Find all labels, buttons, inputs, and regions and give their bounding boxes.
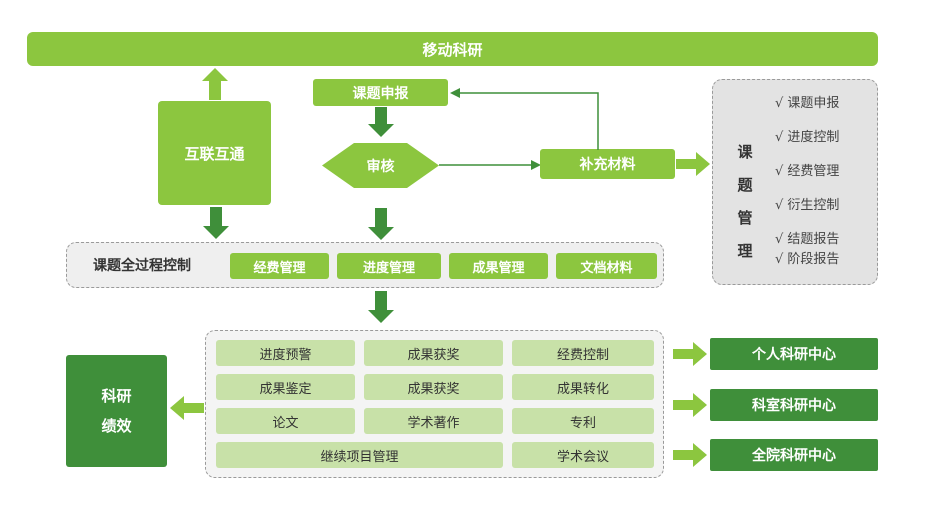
department-research-center: 科室科研中心 <box>710 389 878 421</box>
title-char: 课 <box>737 143 753 161</box>
btn-documents: 文档材料 <box>556 253 657 279</box>
personal-research-center: 个人科研中心 <box>710 338 878 370</box>
list-item: √ 进度控制 <box>775 130 840 145</box>
arrow-to-department-center <box>673 393 707 417</box>
list-item: √ 课题申报 <box>775 96 840 111</box>
outcomes-grid-panel: 进度预警 成果获奖 经费控制 成果鉴定 成果获奖 成果转化 论文 学术著作 专利… <box>205 330 664 478</box>
list-item: √ 阶段报告 <box>775 252 840 267</box>
review-label: 审核 <box>366 158 395 175</box>
grid-cell: 成果获奖 <box>364 340 503 366</box>
btn-funding-mgmt: 经费管理 <box>230 253 329 279</box>
arrow-up-to-banner <box>202 68 228 100</box>
banner-label: 移动科研 <box>422 40 483 59</box>
center-label: 个人科研中心 <box>752 347 836 363</box>
process-control-label: 课题全过程控制 <box>93 258 191 274</box>
arrow-review-to-process <box>368 208 394 240</box>
list-item: √ 结题报告 <box>775 232 840 247</box>
review-diamond: 审核 <box>322 143 439 188</box>
list-item: √ 衍生控制 <box>775 198 840 213</box>
arrow-apply-to-review <box>368 107 394 137</box>
btn-label: 进度管理 <box>362 260 415 276</box>
arrow-to-project-mgmt <box>676 152 710 176</box>
project-management-panel: 课 题 管 理 √ 课题申报 √ 进度控制 √ 经费管理 √ 衍生控制 √ 结题… <box>712 79 878 285</box>
center-label: 科室科研中心 <box>752 398 836 414</box>
grid-cell: 学术会议 <box>512 442 654 468</box>
arrow-review-to-supplement <box>439 159 541 171</box>
performance-line1: 科研 <box>101 387 132 405</box>
btn-label: 文档材料 <box>580 260 633 276</box>
grid-cell: 经费控制 <box>512 340 654 366</box>
title-char: 题 <box>737 176 753 194</box>
btn-results-mgmt: 成果管理 <box>449 253 548 279</box>
arrow-process-to-grid <box>368 291 394 323</box>
list-item: √ 经费管理 <box>775 164 840 179</box>
btn-progress-mgmt: 进度管理 <box>337 253 441 279</box>
process-control-panel: 课题全过程控制 经费管理 进度管理 成果管理 文档材料 <box>66 242 664 288</box>
arrow-down-interconnect <box>203 207 229 239</box>
arrow-to-hospital-center <box>673 443 707 467</box>
grid-cell: 成果鉴定 <box>216 374 355 400</box>
arrow-to-personal-center <box>673 342 707 366</box>
interconnect-label: 互联互通 <box>184 144 245 163</box>
btn-label: 成果管理 <box>472 260 525 276</box>
grid-cell: 成果转化 <box>512 374 654 400</box>
grid-cell: 论文 <box>216 408 355 434</box>
grid-cell: 进度预警 <box>216 340 355 366</box>
arrow-supplement-to-apply <box>448 86 603 150</box>
project-apply-box: 课题申报 <box>313 79 448 106</box>
arrow-grid-to-performance <box>170 396 204 420</box>
research-performance-box: 科研 绩效 <box>66 355 167 467</box>
supplement-label: 补充材料 <box>579 157 636 173</box>
mobile-research-banner: 移动科研 <box>27 32 878 66</box>
hospital-research-center: 全院科研中心 <box>710 439 878 471</box>
title-char: 理 <box>737 242 753 260</box>
grid-cell: 成果获奖 <box>364 374 503 400</box>
title-char: 管 <box>737 209 753 227</box>
apply-label: 课题申报 <box>352 85 409 102</box>
project-mgmt-list: √ 课题申报 √ 进度控制 √ 经费管理 √ 衍生控制 √ 结题报告 √ 阶段报… <box>775 92 875 268</box>
supplement-material-box: 补充材料 <box>540 149 675 179</box>
grid-cell-wide: 继续项目管理 <box>216 442 503 468</box>
performance-line2: 绩效 <box>101 417 132 435</box>
project-mgmt-title: 课 题 管 理 <box>733 136 757 268</box>
grid-cell: 学术著作 <box>364 408 503 434</box>
interconnect-box: 互联互通 <box>158 101 271 205</box>
btn-label: 经费管理 <box>253 260 306 276</box>
grid-cell: 专利 <box>512 408 654 434</box>
center-label: 全院科研中心 <box>752 448 836 464</box>
